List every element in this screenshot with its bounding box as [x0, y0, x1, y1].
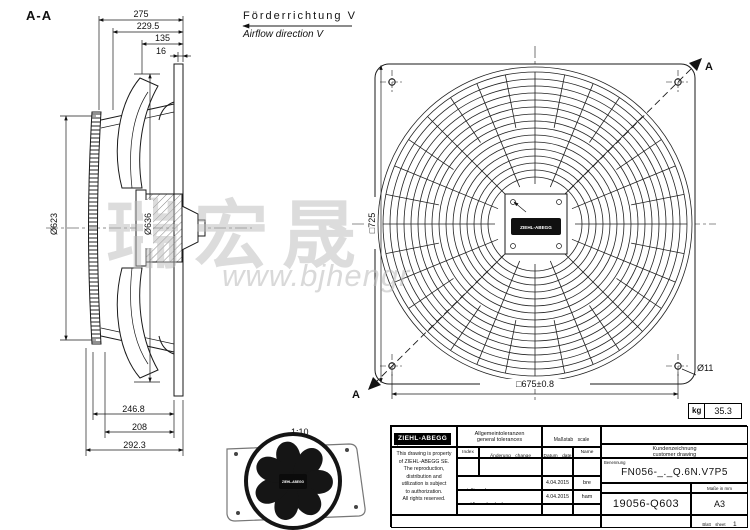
- weight-box: kg 35.3: [688, 403, 742, 419]
- replacement-de: Ersatz für: [394, 527, 415, 528]
- title-block: ZIEHL-ABEGG ▲ Allgemeintoleranzen genera…: [390, 425, 748, 528]
- dim-dia-623: Ø623: [49, 212, 59, 236]
- rev-index-header: Index: [457, 447, 479, 458]
- replacement-en: replacement for: [425, 527, 460, 528]
- dim-246-8: 246.8: [122, 404, 145, 414]
- dim-dia-636: Ø636: [143, 200, 153, 248]
- checked-de: geprüft: [460, 502, 476, 503]
- type-designation: FN056-_._Q.6N.V7P5: [621, 467, 728, 478]
- rotation-arrow-icon: [513, 201, 527, 213]
- dims-unit-cell: Maße in mm: [691, 483, 748, 493]
- side-guard-grille: [88, 111, 102, 345]
- drawn-date-cell: 4.04.2015: [542, 476, 573, 490]
- rev-change-en: change: [515, 454, 531, 458]
- motor-type-cell: [601, 426, 748, 444]
- iso-view-geometry: ZIEHL-ABEGG: [226, 432, 366, 530]
- part-number-label-de: Teilenummer: [604, 527, 630, 528]
- sheet-cell: Blatt sheet 1: [691, 515, 748, 528]
- sheet-value: 1: [732, 521, 737, 528]
- norm-date-cell: [542, 504, 573, 515]
- rev-row-empty: [573, 458, 601, 476]
- designation-label: Benennung: [604, 460, 626, 465]
- guard-grille-spokes: [383, 72, 687, 376]
- dim-bolt-square-675: □675±0.8: [480, 379, 590, 389]
- hub-logo-plate: [511, 218, 561, 235]
- hub-motor-mount: ZIEHL-ABEGG: [504, 193, 568, 255]
- customer-drawing-de: Kundenzeichnung: [652, 446, 697, 452]
- scale-label-en: scale: [577, 437, 590, 443]
- rev-row-empty: [457, 458, 479, 476]
- rev-change-de: Änderung: [489, 454, 511, 458]
- dim-275: 275: [133, 9, 149, 19]
- scale-label-de: Maßstab: [553, 437, 574, 443]
- iso-scale-label: 1:10: [291, 427, 309, 437]
- section-arrow-icon: [368, 377, 381, 390]
- type-designation-cell: Benennung FN056-_._Q.6N.V7P5: [601, 458, 748, 483]
- checked-label-cell: geprüft checked: [457, 490, 542, 504]
- weight-value: 35.3: [705, 403, 742, 419]
- norm-name-cell: [573, 504, 601, 515]
- dim-16: 16: [156, 46, 167, 56]
- rev-date-de: Datum: [543, 454, 558, 458]
- part-number-label-en: part number: [637, 527, 661, 528]
- drawing-number-cell: 19056-Q603: [601, 493, 691, 515]
- format-cell: A3: [691, 493, 748, 515]
- rev-date-en: date: [562, 454, 572, 458]
- rev-date-header: Datum date: [542, 447, 573, 458]
- corner-bolt-holes: [380, 70, 690, 378]
- section-view-label: A-A: [26, 8, 53, 23]
- rev-row-empty: [479, 458, 542, 476]
- section-mark-top: A: [705, 61, 713, 73]
- side-view-dimensions: [60, 16, 191, 456]
- drawn-de: erstellt: [460, 488, 475, 489]
- dim-292-3: 292.3: [123, 440, 146, 450]
- replacement-cell: Ersatz für replacement for: [391, 515, 601, 528]
- copyright-cell: This drawing is property of ZIEHL-ABEGG …: [391, 447, 457, 515]
- front-view-dimensions: [368, 58, 702, 399]
- dim-229-5: 229.5: [136, 21, 160, 31]
- ziehl-abegg-logo: ZIEHL-ABEGG: [394, 432, 452, 445]
- section-arrow-icon: [689, 58, 702, 71]
- side-view-geometry: [46, 63, 252, 397]
- front-view-geometry: ZIEHL-ABEGG: [352, 46, 716, 402]
- section-mark-bottom: A: [352, 389, 360, 401]
- drawn-label-cell: erstellt drawn: [457, 476, 542, 490]
- drawing-number-label-cell: Zeichnungsnummer drawing number: [601, 483, 691, 493]
- dim-plate-725: □725: [367, 197, 377, 249]
- tolerances-en: general tolerances: [476, 437, 523, 443]
- rev-row-empty: [542, 458, 573, 476]
- iso-hub: [279, 474, 307, 489]
- tolerances-cell: Allgemeintoleranzen general tolerances: [457, 426, 542, 447]
- rev-name-header: Name: [573, 447, 601, 458]
- impeller-blade-top: [116, 77, 159, 189]
- tolerances-de: Allgemeintoleranzen: [474, 431, 525, 437]
- checked-date-cell: 4.04.2015: [542, 490, 573, 504]
- drawn-by-cell: bre: [573, 476, 601, 490]
- checked-en: checked: [484, 502, 503, 503]
- scale-cell: Maßstab scale 1:5: [542, 426, 601, 447]
- airflow-label-en: Airflow direction V: [243, 29, 324, 40]
- front-hub-logo-text: ZIEHL-ABEGG: [520, 225, 552, 230]
- ziehl-abegg-triangle-icon: ▲: [395, 444, 400, 447]
- drawn-en: drawn: [483, 488, 497, 489]
- norm-label-cell: Norm standard: [457, 504, 542, 515]
- sheet-label-de: Blatt: [702, 522, 711, 527]
- watermark-url: www.bjhengr: [222, 258, 411, 293]
- impeller-blade-bottom: [116, 267, 159, 379]
- iso-hub-logo-text: ZIEHL-ABEGG: [282, 480, 304, 484]
- weight-unit: kg: [688, 403, 706, 419]
- airflow-label-de: Förderrichtung V: [243, 10, 357, 22]
- customer-drawing-cell: Kundenzeichnung customer drawing: [601, 444, 748, 458]
- part-number-cell: Teilenummer part number: [601, 515, 691, 528]
- rev-change-header: Änderung change: [479, 447, 542, 458]
- dim-hole-dia-11: Ø11: [697, 363, 714, 373]
- company-logo-cell: ZIEHL-ABEGG ▲: [391, 426, 457, 447]
- customer-drawing-en: customer drawing: [652, 452, 697, 458]
- dim-135: 135: [154, 33, 171, 43]
- sheet-label-en: sheet: [715, 522, 726, 527]
- dim-208: 208: [131, 422, 148, 432]
- checked-by-cell: ham: [573, 490, 601, 504]
